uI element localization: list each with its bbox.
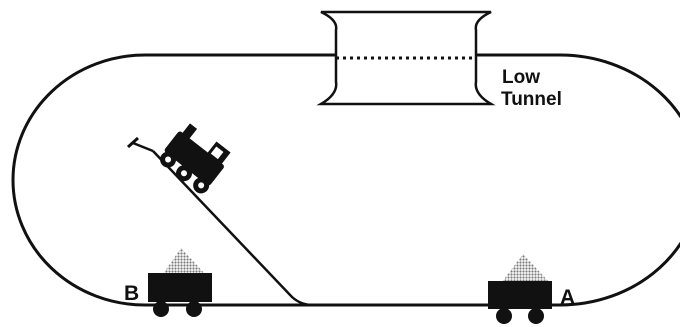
tunnel-label-line1: Low (502, 68, 540, 87)
car-b-label: B (124, 283, 139, 304)
rail-car-a (488, 254, 552, 324)
car-a-cargo (502, 254, 549, 282)
car-b-cargo (163, 248, 205, 274)
car-a-label: A (560, 287, 575, 308)
tunnel-label-line2: Tunnel (501, 90, 562, 109)
locomotive-icon (155, 119, 234, 197)
rail-car-b (148, 248, 212, 317)
low-tunnel (321, 12, 491, 104)
